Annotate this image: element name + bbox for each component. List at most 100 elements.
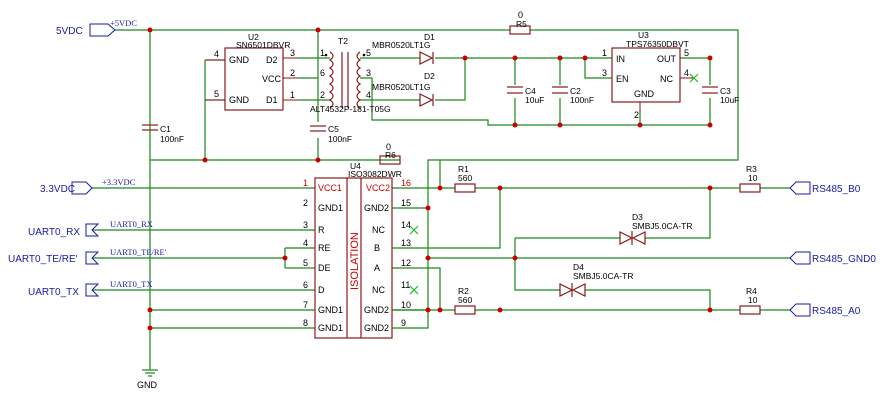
svg-text:U4: U4 — [350, 161, 361, 171]
svg-text:GND2: GND2 — [364, 305, 389, 315]
svg-text:T2: T2 — [338, 36, 348, 46]
svg-text:560: 560 — [458, 173, 472, 183]
svg-text:GND: GND — [137, 380, 158, 390]
port-3v3: 3.3VDC +3.3VDC — [40, 177, 136, 195]
r6-resistor: 0 R6 — [379, 142, 401, 165]
svg-text:GND1: GND1 — [318, 323, 343, 333]
svg-text:U3: U3 — [638, 30, 649, 40]
svg-text:2: 2 — [290, 68, 295, 78]
port-uart-rx: UART0_RX UART0_RX — [28, 219, 153, 238]
svg-text:R6: R6 — [385, 150, 396, 160]
svg-text:3: 3 — [303, 220, 308, 230]
svg-text:R4: R4 — [746, 286, 757, 296]
svg-text:R2: R2 — [458, 286, 469, 296]
svg-text:SMBJ5.0CA-TR: SMBJ5.0CA-TR — [632, 221, 692, 231]
r1-resistor: R1 560 — [454, 164, 476, 193]
svg-text:C5: C5 — [328, 124, 339, 134]
svg-text:4: 4 — [366, 90, 371, 100]
svg-text:UART0_TE/RE': UART0_TE/RE' — [110, 247, 167, 257]
ground-symbol: GND — [137, 369, 158, 390]
svg-text:11: 11 — [401, 280, 410, 290]
svg-text:C3: C3 — [720, 86, 731, 96]
svg-text:GND: GND — [229, 55, 250, 65]
svg-text:5: 5 — [684, 48, 689, 58]
svg-text:RS485_A0: RS485_A0 — [812, 306, 861, 317]
svg-text:1: 1 — [303, 178, 308, 188]
svg-text:10: 10 — [748, 295, 758, 305]
svg-text:GND1: GND1 — [318, 305, 343, 315]
svg-text:ALT4532P-181-T05G: ALT4532P-181-T05G — [310, 104, 391, 114]
svg-text:2: 2 — [303, 198, 308, 208]
svg-text:MBR0520LT1G: MBR0520LT1G — [372, 40, 430, 50]
svg-text:UART0_TX: UART0_TX — [28, 287, 79, 298]
svg-text:8: 8 — [303, 318, 308, 328]
svg-text:15: 15 — [401, 198, 411, 208]
svg-text:5: 5 — [366, 48, 371, 58]
svg-text:GND2: GND2 — [364, 323, 389, 333]
svg-text:D2: D2 — [266, 55, 278, 65]
svg-text:1: 1 — [602, 48, 607, 58]
svg-text:U2: U2 — [248, 32, 259, 42]
svg-text:3: 3 — [602, 68, 607, 78]
svg-text:SMBJ5.0CA-TR: SMBJ5.0CA-TR — [573, 271, 633, 281]
port-rs485-gnd0: RS485_GND0 — [789, 251, 876, 265]
svg-text:IN: IN — [616, 54, 625, 64]
svg-text:3: 3 — [366, 68, 371, 78]
svg-text:6: 6 — [320, 68, 325, 78]
svg-text:D4: D4 — [573, 262, 584, 272]
svg-text:GND1: GND1 — [318, 203, 343, 213]
svg-text:UART0_TX: UART0_TX — [110, 279, 152, 289]
c5-capacitor: C5 100nF — [310, 124, 352, 144]
svg-text:GND: GND — [229, 95, 250, 105]
svg-text:VCC: VCC — [262, 74, 282, 84]
svg-text:R5: R5 — [516, 19, 527, 29]
junctions — [147, 27, 713, 331]
c2-capacitor: C2 100nF — [552, 86, 594, 105]
svg-text:D3: D3 — [632, 212, 643, 222]
svg-text:R1: R1 — [458, 164, 469, 174]
d2-diode: D2 MBR0520LT1G — [372, 71, 435, 107]
svg-text:3.3VDC: 3.3VDC — [40, 184, 75, 195]
svg-text:4: 4 — [214, 49, 219, 59]
svg-text:NC: NC — [372, 285, 385, 295]
svg-text:B: B — [374, 243, 380, 253]
svg-text:+3.3VDC: +3.3VDC — [102, 177, 136, 187]
c1-capacitor: C1 100nF — [142, 124, 184, 144]
svg-text:100nF: 100nF — [160, 134, 184, 144]
r3-resistor: R3 10 — [739, 164, 761, 193]
svg-text:D1: D1 — [266, 95, 278, 105]
svg-text:NC: NC — [660, 74, 673, 84]
svg-text:DE: DE — [318, 263, 331, 273]
svg-text:5: 5 — [303, 258, 308, 268]
svg-text:13: 13 — [401, 238, 411, 248]
svg-text:C4: C4 — [525, 86, 536, 96]
svg-text:VCC1: VCC1 — [318, 183, 342, 193]
svg-text:2: 2 — [320, 90, 325, 100]
u4-isolator: U4 ISO3082DWR ISOLATION VCC1 GND1 R RE D… — [303, 161, 419, 339]
port-rs485-a0: RS485_A0 — [789, 303, 861, 317]
svg-text:UART0_RX: UART0_RX — [28, 227, 80, 238]
svg-text:+5VDC: +5VDC — [110, 18, 137, 28]
svg-text:0: 0 — [518, 10, 523, 20]
r4-resistor: R4 10 — [739, 286, 761, 315]
svg-text:A: A — [374, 263, 380, 273]
svg-text:D1: D1 — [424, 32, 435, 42]
svg-text:9: 9 — [401, 318, 406, 328]
svg-text:D: D — [318, 285, 325, 295]
svg-text:4: 4 — [303, 238, 308, 248]
svg-text:16: 16 — [401, 178, 411, 188]
svg-text:EN: EN — [616, 74, 629, 84]
svg-text:GND: GND — [634, 89, 655, 99]
r2-resistor: R2 560 — [454, 286, 476, 315]
svg-text:2: 2 — [634, 110, 639, 120]
svg-text:SN6501DBVR: SN6501DBVR — [236, 40, 290, 50]
u2-sn6501: U2 SN6501DBVR GND GND D2 VCC D1 4 5 3 2 … — [205, 32, 298, 111]
svg-text:UART0_RX: UART0_RX — [110, 219, 153, 229]
port-uart-te: UART0_TE/RE' UART0_TE/RE' — [8, 247, 167, 265]
t2-transformer: T2 ALT4532P-181-T05G 1 6 2 5 3 4 — [310, 36, 391, 114]
svg-text:RS485_B0: RS485_B0 — [812, 184, 861, 195]
svg-text:12: 12 — [401, 258, 411, 268]
svg-text:10: 10 — [748, 173, 758, 183]
svg-text:D2: D2 — [424, 71, 435, 81]
